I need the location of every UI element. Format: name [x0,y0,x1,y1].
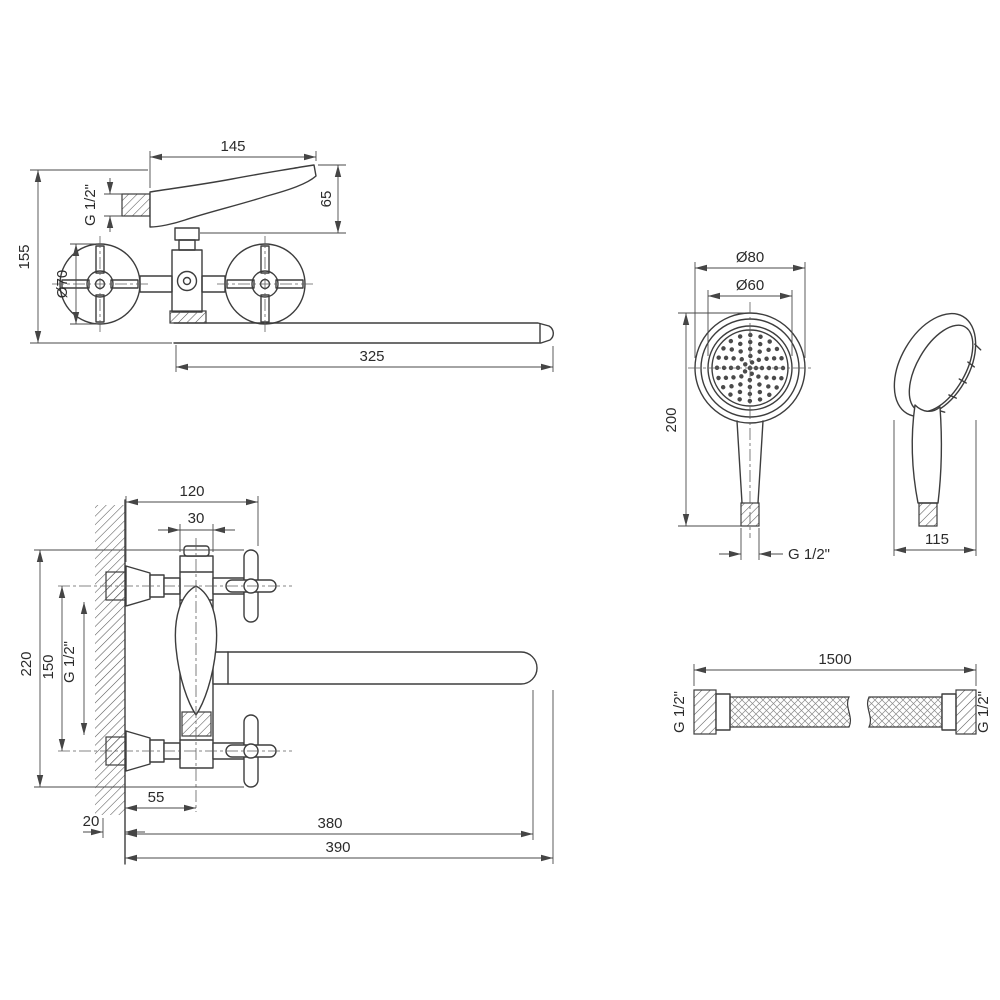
hose-crimp-left [715,693,731,731]
hose-dimensions [693,664,977,686]
dim-30-label: 30 [188,510,205,527]
shower-head-front-view: Ø80 Ø60 200 G 1/2" [663,249,830,563]
hose-body-left [729,696,852,728]
dim-120-label: 120 [179,483,204,500]
faucet-body [139,227,226,313]
spout-plan [212,651,538,685]
side-view-dimensions [30,151,554,372]
dim-1500-label: 1500 [818,651,851,668]
hose-crimp-right [941,693,957,731]
dim-thread-label-hose-left: G 1/2" [671,691,688,733]
shower-front-dimensions [678,262,806,560]
dim-65-label: 65 [318,191,335,208]
hose-nut-right [955,689,977,735]
dim-325-label: 325 [359,348,384,365]
shower-handle-side-thread [918,502,938,527]
faucet-plan-view: 120 30 220 150 G 1/2" 20 55 380 390 [18,483,554,865]
wall-hatch [95,505,125,815]
dim-20-label: 20 [83,813,100,830]
dim-thread-label-side: G 1/2" [82,184,99,226]
hose-nut-left [693,689,717,735]
dim-70-label: Ø70 [54,270,71,298]
shower-hose-view: 1500 G 1/2" G 1/2" [671,651,992,735]
dim-200-label: 200 [663,407,680,432]
dim-220-label: 220 [18,651,35,676]
dim-d80-label: Ø80 [736,249,764,266]
inlet-thread [121,193,151,217]
dim-55-label: 55 [148,789,165,806]
dim-thread-label-plan: G 1/2" [61,641,78,683]
shower-outlet-thread [181,711,212,737]
dim-390-label: 390 [325,839,350,856]
spout-joint [169,310,207,324]
dim-150-label: 150 [40,654,57,679]
faucet-side-view: 145 G 1/2" 65 Ø70 155 325 [16,138,554,372]
shower-side-dimensions [893,420,977,556]
dim-thread-label-hose-right: G 1/2" [975,691,992,733]
dim-145-label: 145 [220,138,245,155]
shower-handle-side [911,404,943,504]
shower-head-side-view: 115 [893,312,982,556]
dim-115-label: 115 [925,531,949,548]
hose-body-right [866,696,943,728]
dim-155-label: 155 [16,244,33,269]
dim-d60-label: Ø60 [736,277,764,294]
spout [173,322,554,344]
dim-380-label: 380 [317,815,342,832]
plan-view-dimensions [34,496,554,864]
lever-handle [149,164,317,228]
dim-thread-label-shower: G 1/2" [788,546,830,563]
